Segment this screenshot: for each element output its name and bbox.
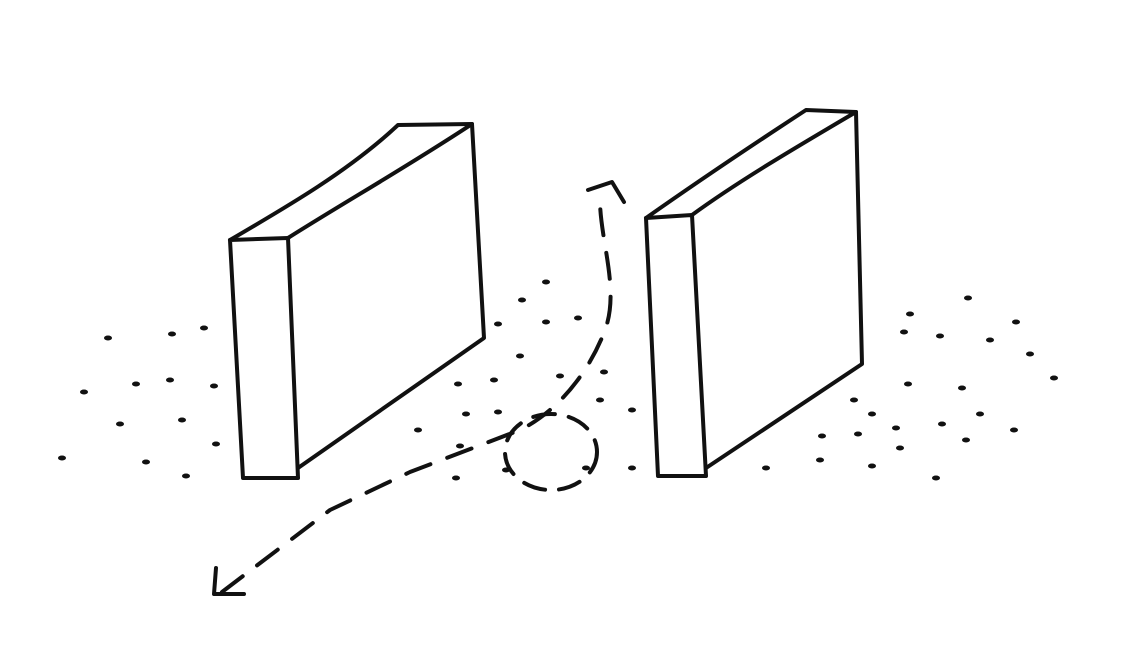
right-wall-side-face bbox=[704, 110, 864, 470]
ground-dot bbox=[178, 417, 186, 423]
ground-dot bbox=[596, 397, 604, 403]
ground-dot bbox=[1026, 351, 1034, 357]
ground-dot bbox=[892, 425, 900, 431]
left-wall-side-face bbox=[296, 122, 486, 470]
ground-dot bbox=[456, 443, 464, 449]
left-wall-top-face bbox=[228, 122, 474, 242]
ground-dot bbox=[518, 297, 526, 303]
ground-dot bbox=[932, 475, 940, 481]
ground-dot bbox=[1012, 319, 1020, 325]
ground-dot bbox=[200, 325, 208, 331]
ground-dot bbox=[962, 437, 970, 443]
ground-dot bbox=[936, 333, 944, 339]
dashed-path bbox=[220, 198, 613, 594]
arrow-head-down-left-icon bbox=[212, 566, 246, 596]
ground-dot bbox=[212, 441, 220, 447]
ground-dot bbox=[600, 369, 608, 375]
left-wall-front-face bbox=[228, 236, 300, 480]
ground-dot bbox=[414, 427, 422, 433]
dashed-circle bbox=[503, 412, 599, 492]
ground-dot bbox=[1010, 427, 1018, 433]
ground-dot bbox=[494, 321, 502, 327]
ground-dot bbox=[454, 381, 462, 387]
ground-dot bbox=[80, 389, 88, 395]
dashed-path-main bbox=[220, 198, 613, 594]
ground-dot bbox=[854, 431, 862, 437]
ground-dot bbox=[1050, 375, 1058, 381]
ground-dot bbox=[900, 329, 908, 335]
ground-dot bbox=[104, 335, 112, 341]
ground-dot bbox=[582, 465, 590, 471]
ground-dot bbox=[132, 381, 140, 387]
ground-dot bbox=[818, 433, 826, 439]
ground-dot bbox=[556, 373, 564, 379]
ground-dot bbox=[976, 411, 984, 417]
ground-dot bbox=[494, 409, 502, 415]
ground-dot bbox=[628, 407, 636, 413]
ground-dot bbox=[168, 331, 176, 337]
ground-dot bbox=[542, 279, 550, 285]
ground-dot bbox=[896, 445, 904, 451]
ground-dot bbox=[958, 385, 966, 391]
right-wall-front-face bbox=[644, 213, 708, 478]
ground-dot bbox=[210, 383, 218, 389]
ground-dot bbox=[816, 457, 824, 463]
ground-dot bbox=[938, 421, 946, 427]
ground-dot bbox=[142, 459, 150, 465]
ground-dot bbox=[964, 295, 972, 301]
ground-dot bbox=[516, 353, 524, 359]
ground-dot bbox=[868, 463, 876, 469]
ground-dot bbox=[116, 421, 124, 427]
ground-dot bbox=[574, 315, 582, 321]
ground-dot bbox=[182, 473, 190, 479]
ground-dot bbox=[58, 455, 66, 461]
left-wall bbox=[228, 122, 486, 480]
ground-dot bbox=[904, 381, 912, 387]
ground-dots bbox=[58, 279, 1058, 481]
ground-dot bbox=[906, 311, 914, 317]
arrow-head-up-icon bbox=[586, 180, 626, 204]
ground-dot bbox=[462, 411, 470, 417]
ground-dot bbox=[850, 397, 858, 403]
ground-dot bbox=[166, 377, 174, 383]
circle-marker bbox=[503, 412, 599, 492]
right-wall bbox=[644, 108, 864, 478]
ground-dot bbox=[452, 475, 460, 481]
ground-dot bbox=[868, 411, 876, 417]
right-wall-top-face bbox=[644, 108, 858, 220]
ground-dot bbox=[762, 465, 770, 471]
ground-dot bbox=[542, 319, 550, 325]
ground-dot bbox=[628, 465, 636, 471]
ground-dot bbox=[986, 337, 994, 343]
ground-dot bbox=[490, 377, 498, 383]
